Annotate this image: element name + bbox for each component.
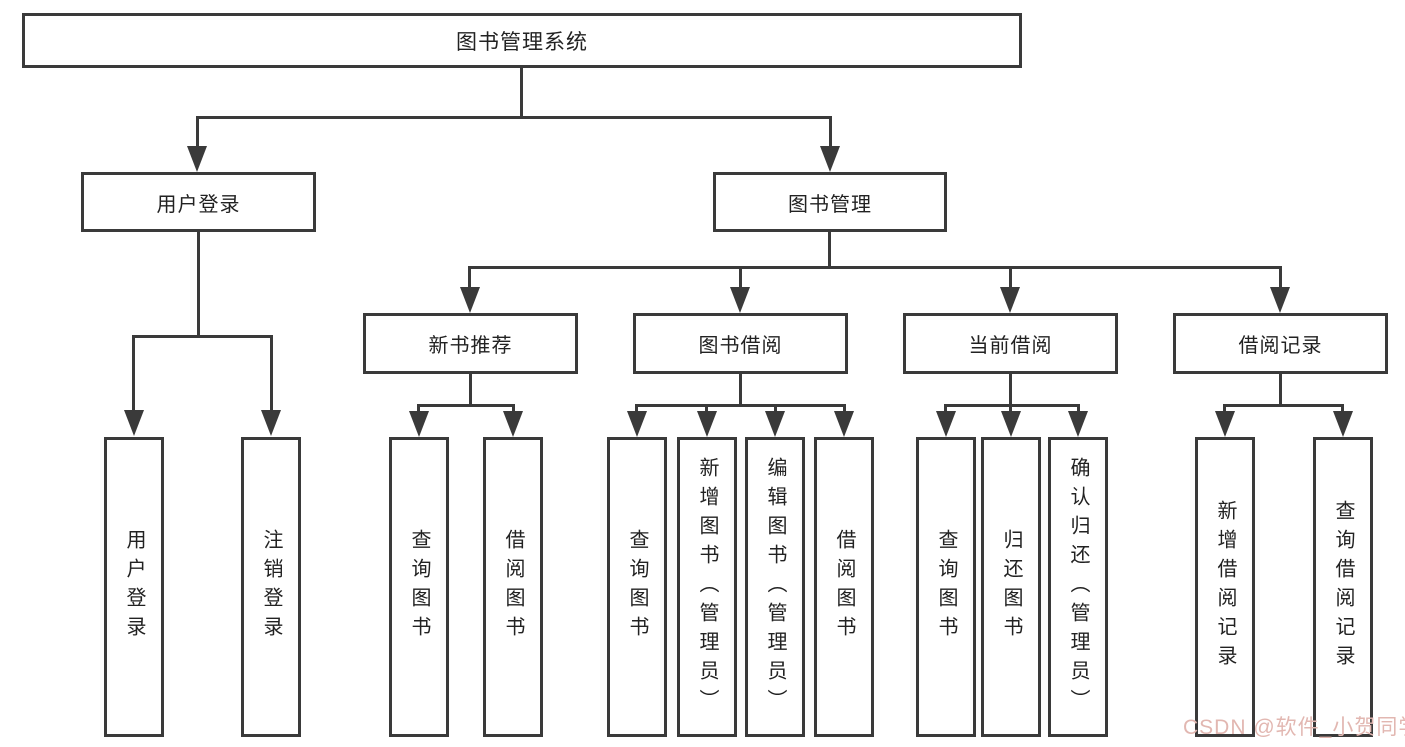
leaf-logout: 注销登录 [241, 437, 301, 737]
connector-records-trunk [1279, 374, 1282, 406]
arrowhead-leaf-login [124, 410, 144, 436]
leaf-add-book-admin: 新增图书（管理员） [677, 437, 737, 737]
arrowhead-br2 [1333, 411, 1353, 437]
arrowhead-cb2 [1001, 411, 1021, 437]
leaf-query-borrow-record: 查询借阅记录 [1313, 437, 1373, 737]
connector-current-spread [944, 404, 1080, 407]
leaf-edit-book-admin-label: 编辑图书（管理员） [764, 456, 786, 718]
arrowhead-cb3 [1068, 411, 1088, 437]
node-borrow-records: 借阅记录 [1173, 313, 1388, 374]
node-library-system-label: 图书管理系统 [456, 30, 588, 54]
connector-book-mgmt-spread [468, 266, 1282, 269]
connector-drop-bb4 [843, 404, 846, 414]
node-current-borrow-label: 当前借阅 [968, 335, 1053, 357]
node-book-management-label: 图书管理 [788, 193, 872, 216]
arrowhead-book-management [820, 146, 840, 172]
node-new-book-recommend: 新书推荐 [363, 313, 578, 374]
connector-drop-cb1 [944, 404, 947, 414]
leaf-query-books-2: 查询图书 [607, 437, 667, 737]
node-borrow-records-label: 借阅记录 [1238, 335, 1323, 357]
node-current-borrow: 当前借阅 [903, 313, 1118, 374]
arrowhead-bb1 [627, 411, 647, 437]
connector-drop-leaf-login [132, 335, 135, 411]
connector-drop-nb2 [512, 404, 515, 414]
node-book-borrow: 图书借阅 [633, 313, 848, 374]
leaf-query-borrow-record-label: 查询借阅记录 [1332, 500, 1354, 674]
node-user-login-label: 用户登录 [156, 193, 241, 216]
leaf-user-login-label: 用户登录 [123, 529, 145, 645]
leaf-borrow-books-1: 借阅图书 [483, 437, 543, 737]
arrowhead-br1 [1215, 411, 1235, 437]
node-book-management: 图书管理 [713, 172, 947, 232]
leaf-query-books-3: 查询图书 [916, 437, 976, 737]
connector-records-spread [1223, 404, 1344, 407]
connector-drop-bb2 [705, 404, 708, 414]
connector-borrow-trunk [739, 374, 742, 406]
leaf-return-books-label: 归还图书 [1000, 529, 1022, 645]
connector-user-login-spread [132, 335, 273, 338]
connector-drop-leaf-logout [270, 335, 273, 411]
arrowhead-book-borrow [730, 287, 750, 313]
connector-drop-bb1 [635, 404, 638, 414]
connector-drop-book-borrow [739, 266, 742, 290]
connector-drop-cb2 [1009, 404, 1012, 414]
arrowhead-bb4 [834, 411, 854, 437]
leaf-confirm-return-admin: 确认归还（管理员） [1048, 437, 1108, 737]
leaf-query-books-1-label: 查询图书 [408, 529, 430, 645]
arrowhead-current-borrow [1000, 287, 1020, 313]
leaf-borrow-books-2: 借阅图书 [814, 437, 874, 737]
connector-drop-bb3 [774, 404, 777, 414]
leaf-add-borrow-record: 新增借阅记录 [1195, 437, 1255, 737]
node-book-borrow-label: 图书借阅 [698, 335, 783, 357]
csdn-watermark: CSDN @软件_小贺同学 [1183, 716, 1405, 739]
connector-root-spread [196, 116, 832, 119]
leaf-user-login: 用户登录 [104, 437, 164, 737]
arrowhead-nb1 [409, 411, 429, 437]
connector-borrow-spread [635, 404, 845, 407]
connector-book-mgmt-trunk [828, 232, 831, 268]
leaf-confirm-return-admin-label: 确认归还（管理员） [1067, 456, 1089, 718]
connector-newbook-spread [417, 404, 515, 407]
connector-drop-user-login [196, 116, 199, 148]
leaf-return-books: 归还图书 [981, 437, 1041, 737]
connector-drop-borrow-records [1279, 266, 1282, 290]
node-user-login: 用户登录 [81, 172, 316, 232]
arrowhead-bb3 [765, 411, 785, 437]
connector-drop-cb3 [1077, 404, 1080, 414]
connector-drop-new-book [468, 266, 471, 290]
leaf-query-books-3-label: 查询图书 [935, 529, 957, 645]
arrowhead-new-book [460, 287, 480, 313]
connector-newbook-trunk [469, 374, 472, 406]
connector-drop-br2 [1341, 404, 1344, 414]
connector-drop-current-borrow [1009, 266, 1012, 290]
leaf-query-books-2-label: 查询图书 [626, 529, 648, 645]
connector-drop-nb1 [417, 404, 420, 414]
node-new-book-recommend-label: 新书推荐 [428, 335, 513, 357]
arrowhead-borrow-records [1270, 287, 1290, 313]
arrowhead-user-login [187, 146, 207, 172]
leaf-query-books-1: 查询图书 [389, 437, 449, 737]
arrowhead-cb1 [936, 411, 956, 437]
node-library-system: 图书管理系统 [22, 13, 1022, 68]
connector-root-trunk [520, 68, 523, 118]
arrowhead-bb2 [697, 411, 717, 437]
connector-current-trunk [1009, 374, 1012, 406]
arrowhead-leaf-logout [261, 410, 281, 436]
leaf-logout-label: 注销登录 [260, 529, 282, 645]
leaf-borrow-books-2-label: 借阅图书 [833, 529, 855, 645]
connector-drop-br1 [1223, 404, 1226, 414]
connector-user-login-trunk [197, 232, 200, 337]
leaf-add-borrow-record-label: 新增借阅记录 [1214, 500, 1236, 674]
connector-drop-book-management [829, 116, 832, 148]
leaf-borrow-books-1-label: 借阅图书 [502, 529, 524, 645]
leaf-add-book-admin-label: 新增图书（管理员） [696, 456, 718, 718]
leaf-edit-book-admin: 编辑图书（管理员） [745, 437, 805, 737]
arrowhead-nb2 [503, 411, 523, 437]
